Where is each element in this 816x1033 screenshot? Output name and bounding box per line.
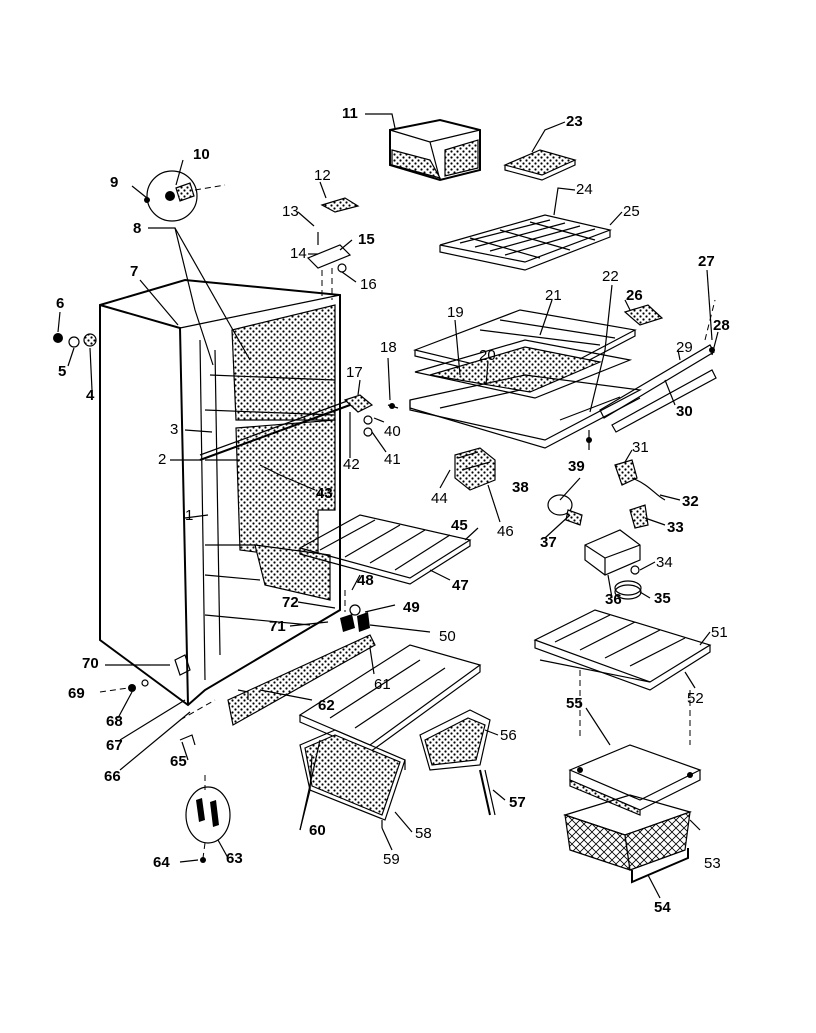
callout-18: 18 (380, 339, 397, 356)
callout-20: 20 (479, 347, 496, 364)
callout-37: 37 (540, 534, 557, 551)
callout-68: 68 (106, 713, 123, 730)
ice-tray-23 (503, 149, 577, 181)
freezer-shelf-24-25 (439, 214, 613, 271)
callout-60: 60 (309, 822, 326, 839)
callout-2: 2 (158, 451, 166, 468)
callout-55: 55 (566, 695, 583, 712)
callout-14: 14 (290, 245, 307, 262)
meat-pan-assembly (409, 309, 642, 449)
callout-19: 19 (447, 304, 464, 321)
callout-39: 39 (568, 458, 585, 475)
callout-8: 8 (133, 220, 141, 237)
hinge-parts (306, 197, 360, 300)
callout-58: 58 (415, 825, 432, 842)
leveling-parts (99, 654, 231, 863)
callout-1: 1 (185, 507, 193, 524)
callout-26: 26 (626, 287, 643, 304)
callout-62: 62 (318, 697, 335, 714)
crisper-cover-51-52 (533, 609, 712, 745)
callout-30: 30 (676, 403, 693, 420)
callout-4: 4 (86, 387, 95, 404)
callout-35: 35 (654, 590, 671, 607)
callout-15: 15 (358, 231, 375, 248)
callout-71: 71 (269, 618, 286, 635)
callout-72: 72 (282, 594, 299, 611)
cold-control-44-46 (454, 447, 496, 491)
callout-12: 12 (314, 167, 331, 184)
callout-57: 57 (509, 794, 526, 811)
callout-32: 32 (682, 493, 699, 510)
callout-64: 64 (153, 854, 170, 871)
callout-34: 34 (656, 554, 673, 571)
callout-13: 13 (282, 203, 299, 220)
handle-parts (53, 170, 226, 348)
drawer-53-54 (563, 794, 692, 884)
callout-67: 67 (106, 737, 123, 754)
callout-47: 47 (452, 577, 469, 594)
callout-43: 43 (316, 485, 333, 502)
callout-22: 22 (602, 268, 619, 285)
callout-50: 50 (439, 628, 456, 645)
fastener-parts (340, 590, 370, 632)
callout-11: 11 (342, 105, 358, 122)
callout-3: 3 (170, 421, 178, 438)
callout-16: 16 (360, 276, 377, 293)
callout-44: 44 (431, 490, 448, 507)
ice-bucket-11 (389, 118, 481, 182)
callout-6: 6 (56, 295, 64, 312)
callout-63: 63 (226, 850, 243, 867)
callout-59: 59 (383, 851, 400, 868)
callout-40: 40 (384, 423, 401, 440)
callout-51: 51 (711, 624, 728, 641)
callout-65: 65 (170, 753, 187, 770)
callout-38: 38 (512, 479, 529, 496)
cabinet-shell (99, 278, 376, 726)
callout-24: 24 (576, 181, 593, 198)
callout-25: 25 (623, 203, 640, 220)
callout-54: 54 (654, 899, 671, 916)
callout-labels: 1 2 3 4 5 6 7 8 9 10 11 12 13 14 15 16 1… (56, 105, 730, 916)
callout-49: 49 (403, 599, 420, 616)
leader-lines (57, 113, 719, 899)
callout-53: 53 (704, 855, 721, 872)
lower-crispers (298, 644, 496, 828)
clip-26 (623, 304, 664, 326)
callout-70: 70 (82, 655, 99, 672)
callout-9: 9 (110, 174, 118, 191)
callout-5: 5 (58, 363, 66, 380)
callout-28: 28 (713, 317, 730, 334)
callout-27: 27 (698, 253, 715, 270)
crisper-pan-55 (568, 744, 702, 816)
callout-46: 46 (497, 523, 514, 540)
callout-17: 17 (346, 364, 363, 381)
callout-21: 21 (545, 287, 562, 304)
callout-7: 7 (130, 263, 138, 280)
light-assembly (547, 459, 666, 600)
callout-66: 66 (104, 768, 121, 785)
callout-31: 31 (632, 439, 649, 456)
callout-33: 33 (667, 519, 684, 536)
callout-56: 56 (500, 727, 517, 744)
callout-10: 10 (193, 146, 210, 163)
callout-45: 45 (451, 517, 468, 534)
callout-48: 48 (357, 572, 374, 589)
callout-41: 41 (384, 451, 401, 468)
callout-23: 23 (566, 113, 583, 130)
callout-52: 52 (687, 690, 704, 707)
callout-42: 42 (343, 456, 360, 473)
callout-36: 36 (605, 591, 622, 608)
bracket-parts (343, 394, 592, 450)
callout-29: 29 (676, 339, 693, 356)
callout-69: 69 (68, 685, 85, 702)
callout-61: 61 (374, 676, 391, 693)
fresh-food-shelf-45-47 (298, 514, 472, 585)
